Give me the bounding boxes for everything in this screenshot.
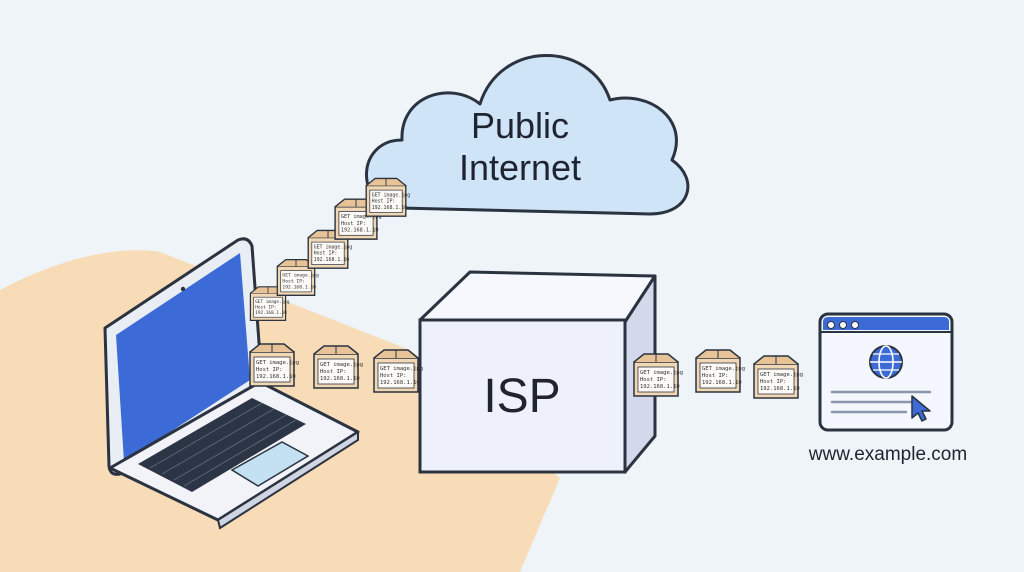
cloud-label-line2: Internet [459,147,581,188]
packet-label-line: 192.168.1.10 [760,386,800,392]
packet-label-line: Host IP: [372,199,396,205]
packet-label-line: 192.168.1.10 [256,374,296,380]
packet-label-line: GET image.jpg [256,360,299,366]
packet-label-line: 192.168.1.10 [320,376,360,382]
packet-label-line: GET image.jpg [640,370,683,376]
packet-label-line: 192.168.1.10 [372,205,408,211]
isp-label: ISP [483,370,560,423]
cloud-label-line1: Public [471,105,569,146]
packet-label-line: Host IP: [256,367,283,373]
packet-label-line: Host IP: [760,379,787,385]
webcam-icon [180,286,186,292]
packet-label-line: Host IP: [282,279,304,285]
packet-label-line: GET image.jpg [320,362,363,368]
laptop-trackpad [230,441,310,487]
laptop-keyboard [138,398,306,492]
packet-label-line: 192.168.1.10 [255,310,287,316]
browser-dot-2 [839,321,847,329]
packet-label-line: GET image.jpg [372,192,411,198]
globe-icon [869,345,903,379]
browser-dot-3 [851,321,859,329]
packet-label-line: Host IP: [702,373,729,379]
packet-label-line: 192.168.1.10 [314,257,350,263]
website-label: www.example.com [808,444,967,465]
packet-label-line: GET image.jpg [341,214,382,220]
packet-label-line: Host IP: [380,373,407,379]
packet-label-line: GET image.jpg [314,244,353,250]
packet-label-line: 192.168.1.10 [380,380,420,386]
website-browser-window [818,312,954,432]
packet-label-line: 192.168.1.10 [640,384,680,390]
packet-label-line: 192.168.1.10 [341,228,379,234]
packet-label-line: Host IP: [320,369,347,375]
packet-label-line: GET image.jpg [282,273,319,279]
packet-label-line: Host IP: [255,304,276,310]
browser-dot-1 [827,321,835,329]
public-internet-cloud: Public Internet [365,54,690,216]
packet-label-line: 192.168.1.10 [282,285,316,291]
packet-label-line: GET image.jpg [255,299,290,305]
packet-label-line: GET image.jpg [380,366,423,372]
laptop-screen [116,253,250,462]
isp-box: ISP [418,270,657,474]
packet-label-line: 192.168.1.10 [702,380,742,386]
mouse-cursor-icon [911,395,931,422]
packet-label-line: Host IP: [640,377,667,383]
laptop [103,237,360,530]
packet-label-line: Host IP: [314,251,338,257]
packet-label-line: GET image.jpg [760,372,803,378]
packet-label-line: Host IP: [341,221,366,227]
packet-label-line: GET image.jpg [702,366,745,372]
